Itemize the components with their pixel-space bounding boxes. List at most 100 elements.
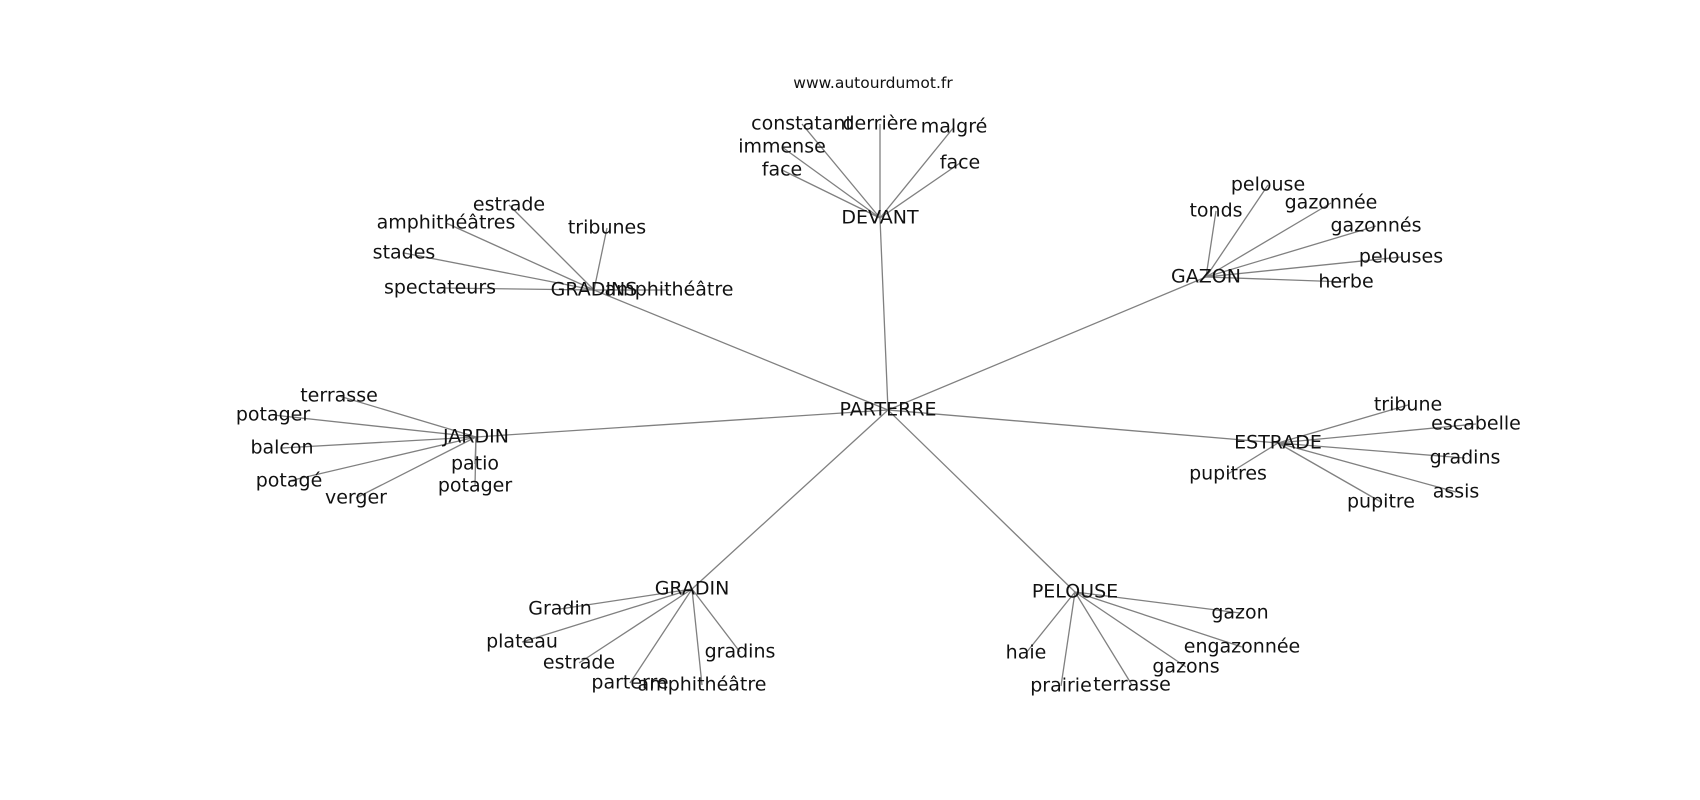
graph-edges bbox=[272, 123, 1477, 687]
edge-gazon-word bbox=[1205, 276, 1347, 283]
word-node-label: gazonnés bbox=[1331, 215, 1422, 237]
word-node-label: haie bbox=[1006, 642, 1047, 664]
edge-pelouse-word bbox=[1060, 591, 1076, 687]
edge-gazon-word bbox=[1205, 202, 1332, 278]
edge-gradin-word bbox=[578, 588, 693, 664]
word-node-label: amphithéâtre bbox=[605, 279, 734, 301]
word-node-label: gazons bbox=[1152, 656, 1219, 678]
edge-devant-word bbox=[801, 123, 881, 219]
edge-pelouse-word bbox=[1025, 591, 1076, 654]
hub-node-label: JARDIN bbox=[442, 426, 509, 448]
word-node-label: verger bbox=[325, 487, 387, 509]
word-node-label: constatant bbox=[751, 113, 853, 135]
edge-gradin-word bbox=[691, 588, 741, 653]
word-node-label: gradins bbox=[1430, 447, 1501, 469]
edge-gradins-word bbox=[403, 252, 595, 291]
edge-root-to-jardin bbox=[475, 409, 889, 438]
edge-gradins-word bbox=[439, 287, 595, 291]
edge-root-to-gradins bbox=[593, 289, 889, 411]
hub-node-label: GRADIN bbox=[655, 578, 730, 600]
edge-gazon-word bbox=[1205, 225, 1377, 278]
word-node-label: engazonnée bbox=[1184, 636, 1301, 658]
word-node-label: tribunes bbox=[568, 217, 646, 239]
edge-gradin-word bbox=[629, 588, 693, 684]
word-node-label: balcon bbox=[250, 437, 313, 459]
edge-root-to-devant bbox=[879, 217, 889, 411]
hub-node-label: DEVANT bbox=[841, 207, 919, 229]
edge-jardin-word bbox=[272, 414, 477, 438]
word-node-label: terrasse bbox=[300, 385, 378, 407]
word-node-label: potagé bbox=[256, 470, 323, 492]
edge-jardin-word bbox=[338, 395, 477, 438]
word-node-label: pupitre bbox=[1347, 491, 1415, 513]
word-node-label: assis bbox=[1433, 481, 1480, 503]
edge-pelouse-word bbox=[1074, 591, 1187, 668]
root-node-label: PARTERRE bbox=[839, 399, 936, 421]
word-node-label: estrade bbox=[473, 194, 545, 216]
edge-pelouse-word bbox=[1074, 591, 1133, 686]
edge-gradins-word bbox=[508, 204, 595, 291]
edge-estrade-word bbox=[1227, 442, 1279, 475]
word-node-label: Gradin bbox=[528, 598, 592, 620]
edge-jardin-word bbox=[474, 436, 477, 487]
word-node-label: potager bbox=[438, 475, 513, 497]
word-node-label: face bbox=[762, 159, 802, 181]
word-node-label: gazonnée bbox=[1285, 192, 1378, 214]
word-node-label: pelouse bbox=[1231, 174, 1305, 196]
edge-jardin-word bbox=[288, 436, 477, 482]
edge-gradins-word bbox=[445, 222, 595, 291]
edge-pelouse-word bbox=[1074, 591, 1243, 648]
edge-estrade-word bbox=[1277, 442, 1382, 503]
word-node-label: gradins bbox=[705, 641, 776, 663]
edge-gradin-word bbox=[521, 588, 693, 643]
edge-root-to-estrade bbox=[887, 409, 1279, 444]
edge-devant-word bbox=[879, 162, 961, 219]
word-node-label: face bbox=[940, 152, 980, 174]
word-node-label: herbe bbox=[1318, 271, 1373, 293]
word-node-label: escabelle bbox=[1431, 413, 1521, 435]
edge-pelouse-word bbox=[1074, 591, 1241, 614]
edge-devant-word bbox=[879, 126, 955, 219]
word-node-label: gazon bbox=[1211, 602, 1268, 624]
edge-devant-word bbox=[781, 146, 881, 219]
edge-root-to-pelouse bbox=[887, 409, 1076, 593]
edge-devant-word bbox=[781, 169, 881, 219]
edge-gazon-word bbox=[1205, 184, 1269, 278]
edge-jardin-word bbox=[355, 436, 477, 499]
word-node-label: prairie bbox=[1030, 675, 1092, 697]
word-node-label: patio bbox=[451, 453, 499, 475]
hub-node-label: GRADINS bbox=[551, 279, 638, 301]
word-node-label: pupitres bbox=[1189, 463, 1267, 485]
word-node-label: plateau bbox=[486, 631, 558, 653]
word-node-label: terrasse bbox=[1093, 674, 1171, 696]
word-node-label: immense bbox=[738, 136, 826, 158]
word-node-label: amphithéâtres bbox=[377, 212, 516, 234]
word-node-label: malgré bbox=[921, 116, 988, 138]
edge-gradins-word bbox=[593, 227, 608, 291]
edge-gazon-word bbox=[1205, 210, 1217, 278]
edge-gradin-word bbox=[559, 588, 693, 610]
edge-estrade-word bbox=[1277, 404, 1409, 444]
hub-node-label: ESTRADE bbox=[1234, 432, 1322, 454]
word-node-label: tonds bbox=[1189, 200, 1242, 222]
source-url: www.autourdumot.fr bbox=[793, 74, 953, 92]
word-node-label: spectateurs bbox=[384, 277, 496, 299]
edge-root-to-gradin bbox=[691, 409, 889, 590]
edge-estrade-word bbox=[1277, 423, 1477, 444]
word-node-label: tribune bbox=[1374, 394, 1442, 416]
edge-estrade-word bbox=[1277, 442, 1457, 493]
edge-root-to-gazon bbox=[887, 276, 1207, 411]
hub-node-label: PELOUSE bbox=[1032, 581, 1118, 603]
word-node-label: derrière bbox=[842, 113, 917, 135]
word-node-label: amphithéâtre bbox=[638, 674, 767, 696]
word-node-label: potager bbox=[236, 404, 311, 426]
edge-estrade-word bbox=[1277, 442, 1466, 459]
word-node-label: pelouses bbox=[1359, 246, 1443, 268]
hub-node-label: GAZON bbox=[1171, 266, 1241, 288]
word-node-label: estrade bbox=[543, 652, 615, 674]
edge-gradin-word bbox=[691, 588, 703, 686]
word-node-label: stades bbox=[373, 242, 436, 264]
edge-jardin-word bbox=[281, 436, 477, 449]
